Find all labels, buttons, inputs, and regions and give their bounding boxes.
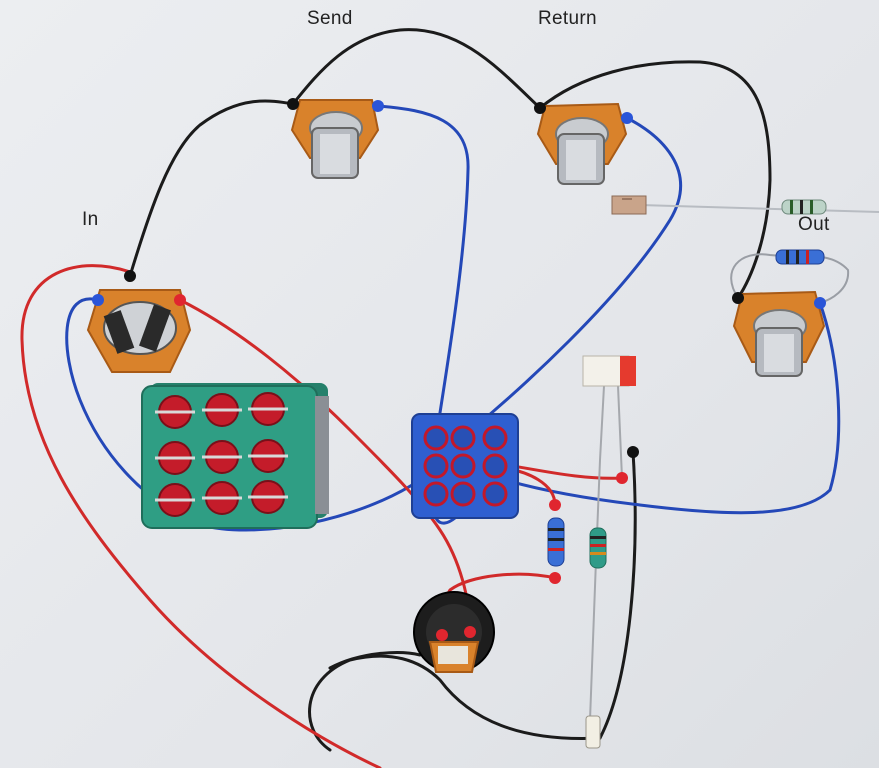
capacitor <box>781 199 827 215</box>
solder-points-blue <box>92 100 826 309</box>
send-jack <box>290 99 380 179</box>
wire-black-in-to-send <box>128 99 295 278</box>
wire-black-ground-loop <box>308 450 637 752</box>
potentiometer <box>413 591 495 673</box>
label-in: In <box>82 209 99 230</box>
output-jack <box>732 290 826 377</box>
input-jack <box>86 289 192 373</box>
wire-blue-send-to-pcb <box>376 104 470 440</box>
film-capacitor <box>611 195 647 215</box>
wire-red-in-to-pcb <box>178 298 472 632</box>
ground-terminal <box>585 715 601 749</box>
label-out: Out <box>798 214 830 235</box>
switch-pcb <box>411 413 519 519</box>
solder-points-red <box>174 294 628 641</box>
wire-grey-led-lead-a <box>589 385 605 721</box>
led-resistor <box>589 527 607 569</box>
return-jack <box>536 102 628 185</box>
wire-grey-cap-lead <box>639 204 879 213</box>
led <box>582 355 636 387</box>
label-return: Return <box>538 8 597 29</box>
wire-red-in-long <box>20 264 382 768</box>
wire-black-pot-ground <box>328 651 422 670</box>
wire-blue-in-loop <box>65 297 422 532</box>
wire-blue-return-to-pcb <box>460 116 683 440</box>
wire-black-return-to-out <box>538 60 772 300</box>
wire-black-send-to-return <box>291 28 542 110</box>
label-send: Send <box>307 8 353 29</box>
3pdt-footswitch <box>141 383 329 529</box>
output-resistor <box>775 249 825 265</box>
solder-points-black <box>124 98 744 458</box>
wire-blue-out-to-pcb <box>503 301 841 515</box>
wire-grey-led-lead-b <box>617 385 623 479</box>
pulldown-resistor <box>547 517 565 567</box>
